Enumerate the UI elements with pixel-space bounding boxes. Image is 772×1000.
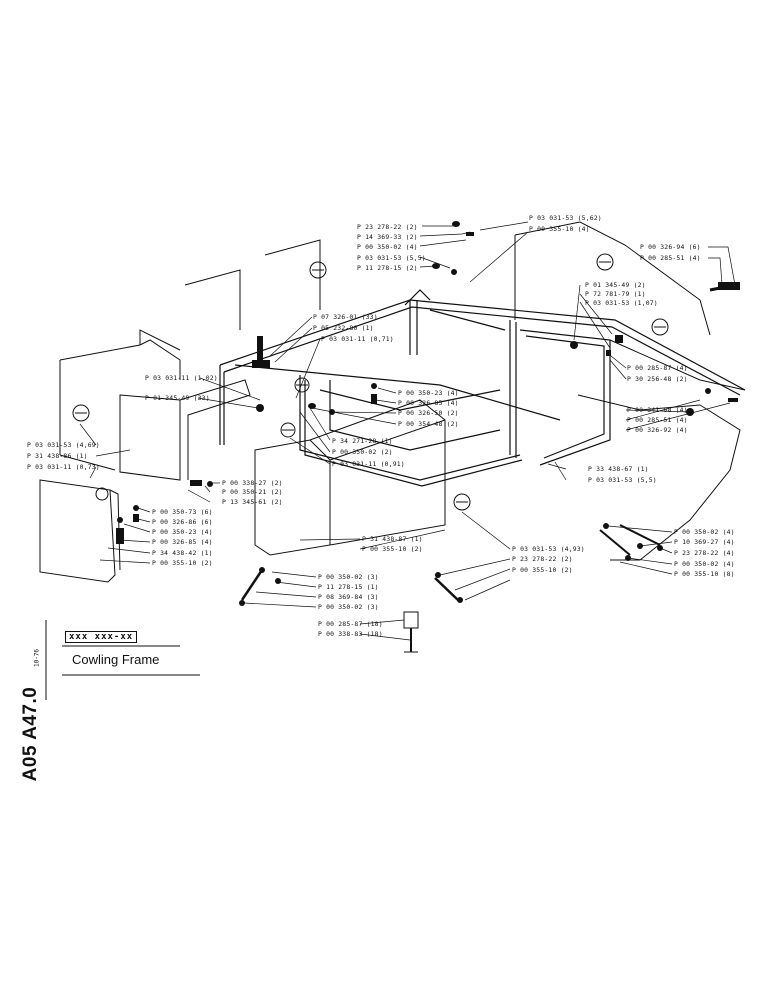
callout-label: P 00 326-85 (4) — [152, 538, 213, 546]
callout-label: P 00 326-92 (4) — [627, 426, 688, 434]
right-cowling-panel — [514, 221, 741, 561]
callout-label: P 03 031-53 (4,69) — [27, 441, 100, 449]
callout-label: P 05 232-80 (1) — [313, 324, 374, 332]
callout-label: P 08 369-84 (3) — [318, 593, 379, 601]
callout-label: P 34 438-42 (1) — [152, 549, 213, 557]
callout-label: P 34 271-28 (1) — [332, 437, 393, 445]
callout-label: P 00 350-73 (6) — [152, 508, 213, 516]
callout-label: P 11 278-15 (1) — [318, 583, 379, 591]
callout-label: P 00 338-83 (18) — [318, 630, 383, 638]
callout-label: P 13 345-61 (2) — [222, 498, 283, 506]
callout-label: P 10 369-27 (4) — [674, 538, 735, 546]
callout-label: P 00 354-48 (2) — [398, 420, 459, 428]
callout-label: P 00 355-10 (2) — [512, 566, 573, 574]
callout-label: P 03 031-11 (1,02) — [145, 374, 218, 382]
callout-label: P 03 031-53 (5,5) — [357, 254, 426, 262]
callout-label: P 00 350-02 (4) — [674, 560, 735, 568]
callout-label: P 00 350-02 (3) — [318, 603, 379, 611]
cross-rods — [240, 283, 746, 601]
callout-label: P 14 369-33 (2) — [357, 233, 418, 241]
document-code: A05 A47.0 — [20, 686, 41, 782]
hardware-items[interactable] — [116, 221, 740, 606]
callout-label: P 00 285-51 (4) — [627, 416, 688, 424]
callout-label: P 00 355-10 (8) — [674, 570, 735, 578]
callout-label: P 00 326-86 (6) — [152, 518, 213, 526]
callout-label: P 33 438-67 (1) — [588, 465, 649, 473]
grommets — [72, 253, 669, 511]
callout-label: P 00 326-50 (2) — [398, 409, 459, 417]
callout-label: P 00 350-02 (4) — [357, 243, 418, 251]
callout-label: P 03 031-53 (4,93) — [512, 545, 585, 553]
drawing-title: Cowling Frame — [72, 652, 160, 667]
callout-label: P 00 326-94 (6) — [640, 243, 701, 251]
callout-label: P 00 350-02 (2) — [332, 448, 393, 456]
callout-label: P 03 031-11 (0,73) — [27, 463, 100, 471]
callout-label: P 00 350-23 (4) — [152, 528, 213, 536]
callout-label: P 23 278-22 (2) — [357, 223, 418, 231]
callout-label: P 00 326-85 (4) — [398, 399, 459, 407]
callout-label: P 30 256-48 (2) — [627, 375, 688, 383]
callout-label: P 00 338-27 (2) — [222, 479, 283, 487]
spacer-and-bolt — [403, 611, 419, 653]
callout-label: P 03 031-53 (5,5) — [588, 476, 657, 484]
callout-label: P 00 355-10 (2) — [362, 545, 423, 553]
callout-label: P 03 031-53 (1,07) — [585, 299, 658, 307]
callout-label: P 31 438-87 (1) — [362, 535, 423, 543]
callout-label: P 72 781-79 (1) — [585, 290, 646, 298]
callout-label: P 23 278-22 (2) — [512, 555, 573, 563]
callout-label: P 01 345-49 (2) — [585, 281, 646, 289]
callout-label: P 00 350-21 (2) — [222, 488, 283, 496]
callout-label: P 31 438-86 (1) — [27, 452, 88, 460]
callout-label: P 07 326-01 (33) — [313, 313, 378, 321]
callout-label: P 03 031-11 (0,71) — [321, 335, 394, 343]
callout-label: P 01 345-49 (33) — [145, 394, 210, 402]
callout-label: P 00 355-10 (4) — [529, 225, 590, 233]
callout-label: P 00 285-87 (18) — [318, 620, 383, 628]
title-block-lines — [45, 620, 200, 700]
callout-label: P 00 341-68 (4) — [627, 406, 688, 414]
date-mark: 10-76 — [33, 648, 41, 668]
main-frame — [219, 289, 746, 487]
callout-label: P 00 285-87 (4) — [627, 364, 688, 372]
part-code-box: xxx xxx-xx — [65, 631, 138, 643]
callout-label: P 00 350-02 (3) — [318, 573, 379, 581]
callout-label: P 03 031-11 (0,91) — [332, 460, 405, 468]
callout-label: P 23 278-22 (4) — [674, 549, 735, 557]
callout-label: P 00 355-10 (2) — [152, 559, 213, 567]
callout-label: P 00 350-23 (4) — [398, 389, 459, 397]
callout-label: P 11 278-15 (2) — [357, 264, 418, 272]
callout-label: P 00 350-02 (4) — [674, 528, 735, 536]
front-access-door — [39, 479, 121, 583]
left-cowling-panels — [59, 239, 321, 471]
leader-lines — [79, 221, 736, 641]
callout-label: P 00 285-51 (4) — [640, 254, 701, 262]
callout-label: P 03 031-53 (5,62) — [529, 214, 602, 222]
